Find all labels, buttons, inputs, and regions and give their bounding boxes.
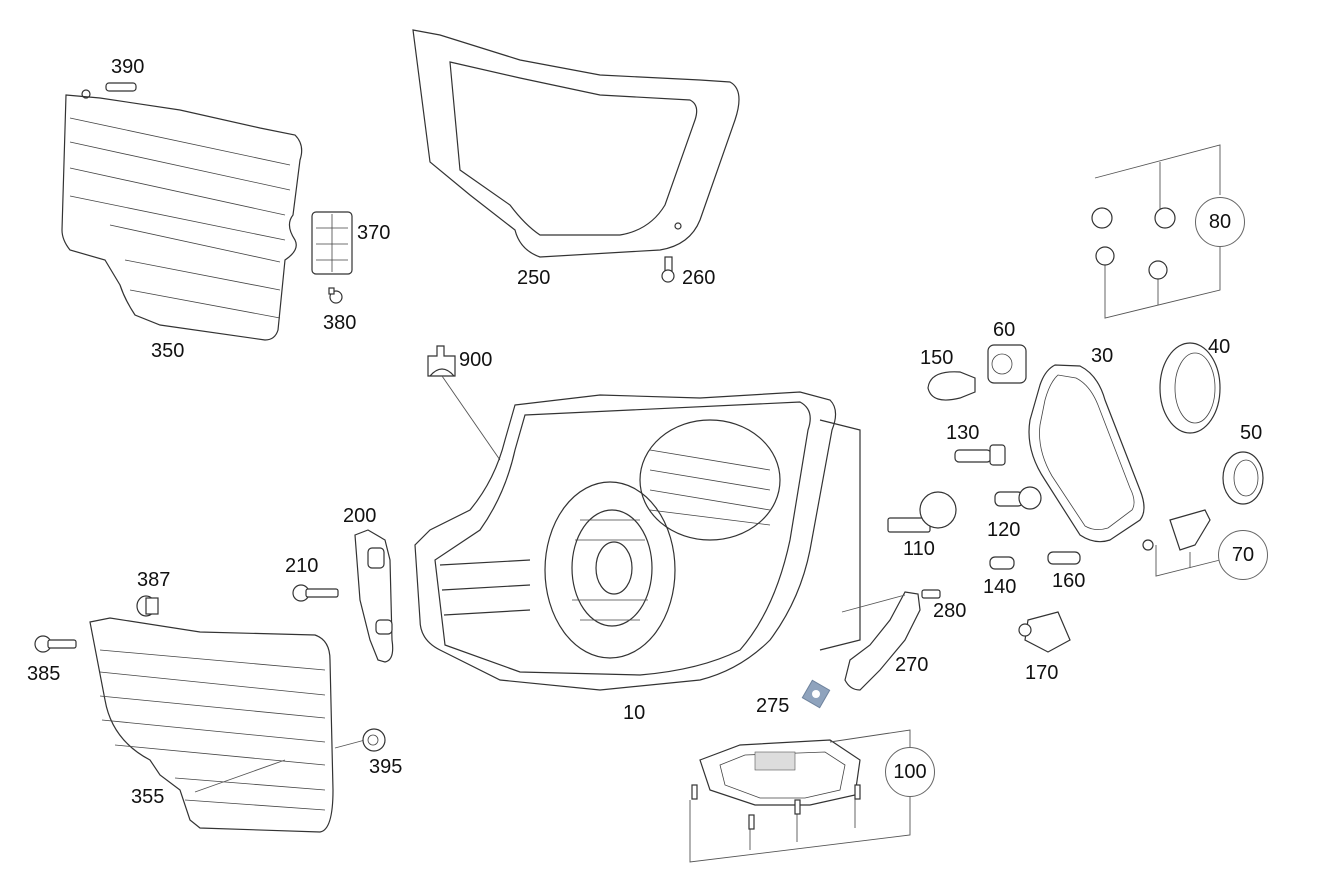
part-210-bolt[interactable] [292, 584, 339, 602]
part-100-control-unit[interactable] [689, 729, 911, 863]
callout-387[interactable]: 387 [137, 569, 171, 591]
callout-50[interactable]: 50 [1240, 422, 1263, 444]
part-370-clip-holder[interactable] [311, 211, 353, 275]
part-385-bolt[interactable] [34, 635, 77, 653]
callout-110[interactable]: 110 [903, 538, 935, 560]
part-160-festoon-bulb[interactable] [1047, 551, 1081, 565]
callout-385[interactable]: 385 [27, 663, 61, 685]
callout-900[interactable]: 900 [459, 349, 493, 371]
part-60-bulb-socket[interactable] [987, 344, 1027, 384]
part-110-xenon-bulb[interactable] [887, 491, 957, 533]
part-140-small-bulb[interactable] [989, 556, 1015, 570]
callout-170[interactable]: 170 [1025, 662, 1059, 684]
callout-120[interactable]: 120 [987, 519, 1021, 541]
part-50-small-cap[interactable] [1222, 451, 1264, 505]
part-80-adjuster-clips[interactable] [1091, 144, 1221, 319]
part-40-large-cap[interactable] [1159, 342, 1221, 434]
callout-60[interactable]: 60 [993, 319, 1016, 341]
part-387-spacer[interactable] [136, 595, 159, 617]
callout-70-group[interactable]: 70 [1218, 530, 1268, 580]
callout-250[interactable]: 250 [517, 267, 551, 289]
callout-150[interactable]: 150 [920, 347, 954, 369]
callout-30[interactable]: 30 [1091, 345, 1114, 367]
callout-100-group[interactable]: 100 [885, 747, 935, 797]
callout-100-label: 100 [893, 760, 927, 783]
part-275-clip-nut[interactable] [801, 679, 831, 709]
callout-395[interactable]: 395 [369, 756, 403, 778]
callout-210[interactable]: 210 [285, 555, 319, 577]
callout-130[interactable]: 130 [946, 422, 980, 444]
callout-40[interactable]: 40 [1208, 336, 1231, 358]
part-10-headlamp-housing[interactable] [414, 391, 861, 691]
callout-160[interactable]: 160 [1052, 570, 1086, 592]
part-120-h7-bulb[interactable] [994, 486, 1042, 510]
part-130-h1-bulb[interactable] [954, 444, 1006, 466]
callout-80-label: 80 [1208, 210, 1232, 233]
callout-70-label: 70 [1231, 543, 1255, 566]
callout-370[interactable]: 370 [357, 222, 391, 244]
callout-390[interactable]: 390 [111, 56, 145, 78]
part-395-grommet[interactable] [362, 728, 386, 752]
part-260-screw[interactable] [661, 256, 675, 283]
part-900-connector-symbol[interactable] [427, 345, 501, 461]
callout-280[interactable]: 280 [933, 600, 967, 622]
callout-10[interactable]: 10 [623, 702, 646, 724]
callout-260[interactable]: 260 [682, 267, 716, 289]
part-30-cover-frame[interactable] [1028, 364, 1145, 543]
callout-140[interactable]: 140 [983, 576, 1017, 598]
part-280-screw[interactable] [921, 589, 941, 599]
part-380-screw[interactable] [328, 287, 343, 304]
part-270-support-bracket[interactable] [841, 591, 921, 691]
part-390-stud[interactable] [105, 82, 137, 92]
callout-200[interactable]: 200 [343, 505, 377, 527]
part-170-leveling-motor[interactable] [1018, 611, 1071, 653]
callout-275[interactable]: 275 [756, 695, 790, 717]
part-150-indicator-bulb[interactable] [927, 371, 976, 401]
part-250-lens-seal[interactable] [412, 29, 740, 258]
callout-270[interactable]: 270 [895, 654, 929, 676]
callout-350[interactable]: 350 [151, 340, 185, 362]
callout-380[interactable]: 380 [323, 312, 357, 334]
part-350-upper-grille[interactable] [61, 89, 303, 341]
part-200-bracket[interactable] [354, 529, 394, 663]
callout-80-group[interactable]: 80 [1195, 197, 1245, 247]
part-70-bracket[interactable] [1142, 509, 1221, 577]
part-355-lower-grille[interactable] [89, 617, 366, 833]
callout-355[interactable]: 355 [131, 786, 165, 808]
